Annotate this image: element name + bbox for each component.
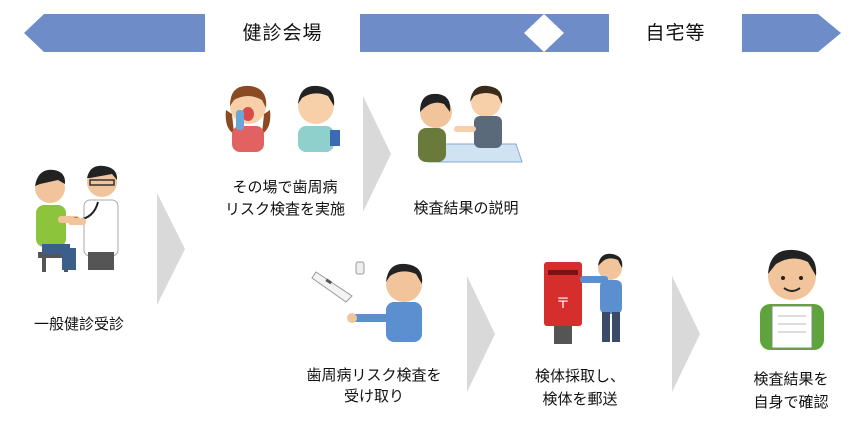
svg-text:〒: 〒 (556, 296, 570, 312)
chevron-arrow-2 (363, 96, 391, 212)
check-result-caption-line2: 自身で確認 (753, 393, 829, 411)
chevron-arrow-3 (467, 276, 495, 392)
mail-sample-caption-line1: 検体採取し、 (534, 367, 625, 385)
result-explanation-illustration (418, 85, 523, 163)
general-checkup-caption: 一般健診受診 (33, 315, 124, 333)
header-band (24, 14, 841, 52)
chevron-arrow-4 (672, 276, 700, 392)
band-segment-junction (544, 14, 609, 52)
result-explanation-caption: 検査結果の説明 (413, 199, 519, 217)
check-result-caption-line1: 検査結果を (753, 370, 829, 388)
onsite-test-caption-line2: リスク検査を実施 (224, 200, 345, 218)
checkup-illustration (35, 165, 119, 272)
receive-kit-illustration (311, 261, 423, 342)
chevron-arrow-1 (157, 193, 185, 305)
home-label: 自宅等 (645, 22, 706, 44)
receive-kit-caption-line1: 歯周病リスク検査を (306, 366, 442, 384)
venue-label: 健診会場 (242, 22, 323, 44)
band-segment-right (742, 14, 841, 52)
band-segment-middle (360, 14, 544, 52)
check-result-illustration (760, 249, 824, 350)
band-segment-left (24, 14, 205, 52)
mail-sample-caption-line2: 検体を郵送 (542, 390, 618, 408)
onsite-test-caption-line1: その場で歯周病 (232, 178, 338, 196)
onsite-test-illustration (225, 85, 340, 152)
receive-kit-caption-line2: 受け取り (343, 387, 404, 405)
mail-sample-illustration: 〒 (544, 253, 623, 344)
